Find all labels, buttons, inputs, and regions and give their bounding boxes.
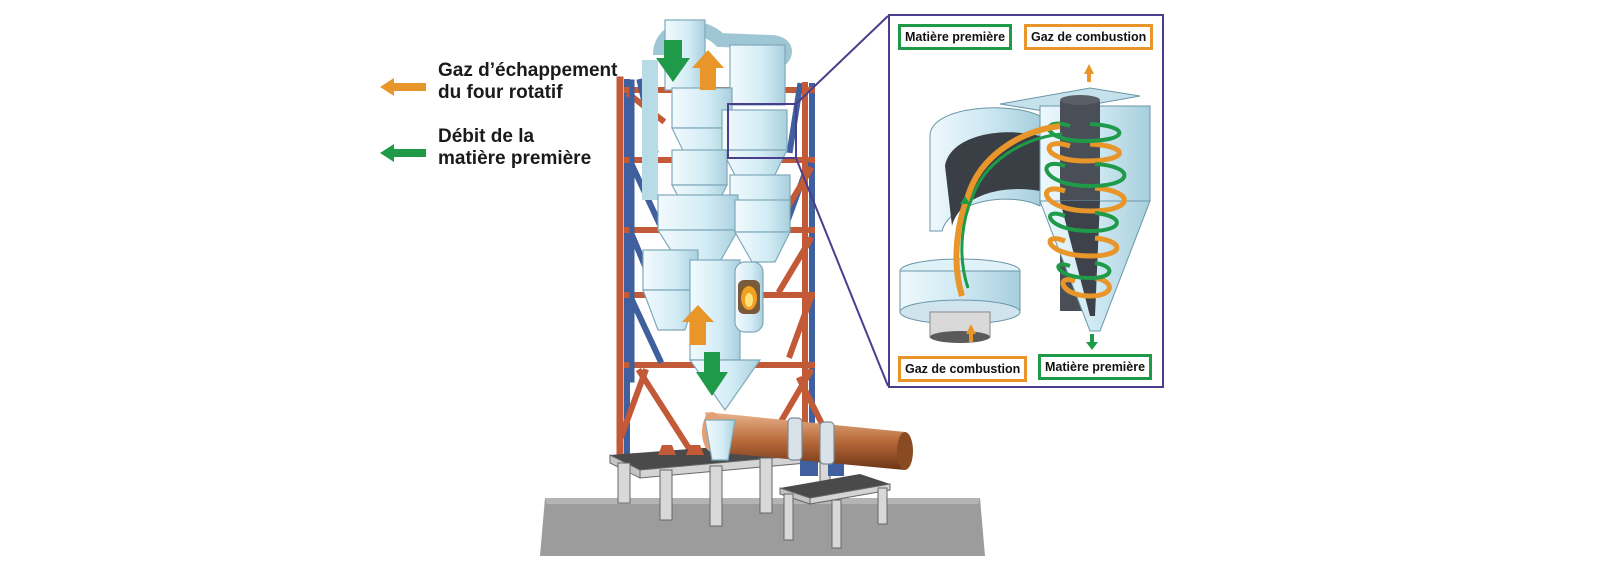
gas-inlet-arrow-icon xyxy=(966,324,976,342)
ground-slab xyxy=(540,498,985,556)
cyclone-detail-illustration xyxy=(899,64,1151,350)
material-outlet-arrow-icon xyxy=(1086,334,1098,350)
cyclone-detail-callout: Matière première Gaz de combustion Gaz d… xyxy=(888,14,1164,388)
tower-gas-arrow-top xyxy=(692,50,724,90)
cyclone-stack xyxy=(642,19,792,461)
callout-label-gas-top: Gaz de combustion xyxy=(1024,24,1154,50)
tower-gas-arrow-middle xyxy=(682,305,714,345)
tower-material-arrow-bottom xyxy=(696,352,728,396)
legend-material-flow-line2: matière première xyxy=(438,148,592,169)
flame-icon xyxy=(738,280,760,314)
material-spiral xyxy=(1044,121,1127,281)
legend-material-flow-line1: Débit de la xyxy=(438,126,535,147)
legend-exhaust-gas-line2: du four rotatif xyxy=(438,82,563,103)
kiln-support-table xyxy=(779,460,891,549)
green-arrow-icon xyxy=(380,144,426,162)
callout-label-material-top: Matière première xyxy=(898,24,1013,50)
tower-material-arrow-top xyxy=(656,40,690,82)
gas-outlet-arrow-icon xyxy=(1084,64,1094,82)
gas-spiral xyxy=(1044,141,1127,299)
orange-arrow-icon xyxy=(380,78,426,96)
callout-label-material-bottom: Matière première xyxy=(1038,354,1153,380)
legend-exhaust-gas-line1: Gaz d’échappement xyxy=(438,60,618,81)
callout-label-gas-bottom: Gaz de combustion xyxy=(898,356,1028,382)
callout-pointer xyxy=(727,15,889,387)
